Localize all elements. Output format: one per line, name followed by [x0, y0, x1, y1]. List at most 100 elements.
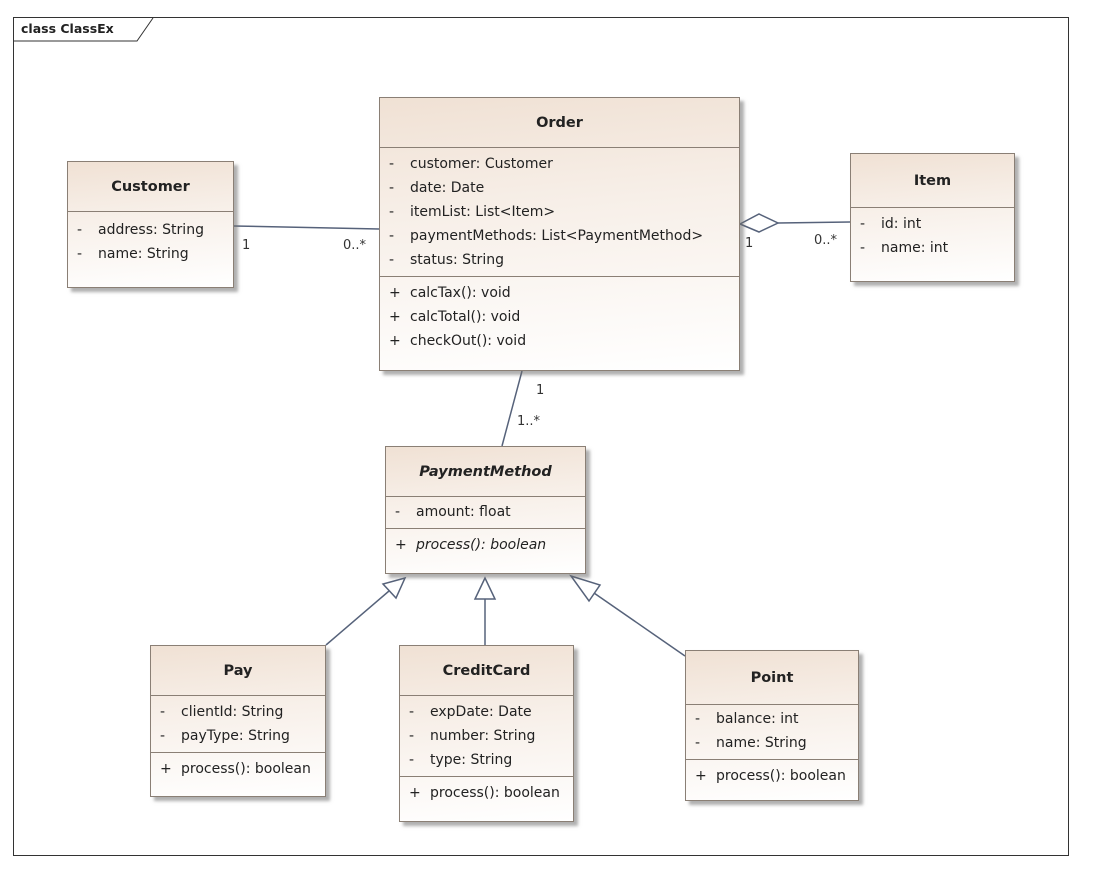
attribute-text: name: int — [881, 240, 949, 256]
aggregation-order-item — [777, 221, 851, 224]
attribute-row: -name: int — [851, 236, 1014, 260]
operation-text: process(): boolean — [181, 761, 311, 777]
class-name: Pay — [151, 646, 325, 696]
generalization-point — [593, 592, 686, 657]
attribute-text: payType: String — [181, 728, 290, 744]
visibility-marker: - — [389, 156, 395, 172]
operation-row: +process(): boolean — [386, 533, 585, 557]
attribute-text: customer: Customer — [410, 156, 553, 172]
operation-row: +checkOut(): void — [380, 329, 739, 353]
visibility-marker: + — [409, 785, 421, 801]
visibility-marker: - — [409, 704, 415, 720]
attribute-text: name: String — [716, 735, 807, 751]
class-name: PaymentMethod — [386, 447, 585, 497]
class-customer[interactable]: Customer -address: String-name: String — [67, 161, 234, 288]
attribute-text: address: String — [98, 222, 204, 238]
operation-text: process(): boolean — [430, 785, 560, 801]
multiplicity-order-payment: 1 — [536, 383, 545, 398]
attribute-row: -type: String — [400, 748, 573, 772]
visibility-marker: - — [77, 246, 83, 262]
frame-tab: class ClassEx — [14, 18, 154, 42]
attribute-row: -balance: int — [686, 707, 858, 731]
attribute-text: id: int — [881, 216, 922, 232]
operation-row: + process(): boolean — [151, 757, 325, 781]
visibility-marker: - — [77, 222, 83, 238]
class-paymentmethod[interactable]: PaymentMethod -amount: float +process():… — [385, 446, 586, 574]
attribute-row: -expDate: Date — [400, 700, 573, 724]
attribute-text: type: String — [430, 752, 513, 768]
operations-section: +process(): boolean — [386, 529, 585, 557]
class-pay[interactable]: Pay -clientId: String-payType: String +p… — [150, 645, 326, 797]
visibility-marker: - — [860, 240, 866, 256]
attribute-row: -number: String — [400, 724, 573, 748]
attribute-text: amount: float — [416, 504, 511, 520]
attributes-section: -expDate: Date-number: String-type: Stri… — [400, 696, 573, 777]
class-name: Item — [851, 154, 1014, 208]
operations-section: + process(): boolean — [686, 760, 858, 792]
attribute-text: clientId: String — [181, 704, 284, 720]
attribute-text: itemList: List<Item> — [410, 204, 556, 220]
operation-row: + calcTax(): void — [380, 281, 739, 305]
attributes-section: -balance: int-name: String — [686, 705, 858, 760]
operation-text: calcTotal(): void — [410, 309, 521, 325]
attributes-section: -clientId: String-payType: String — [151, 696, 325, 753]
class-item[interactable]: Item -id: int-name: int — [850, 153, 1015, 282]
attribute-text: number: String — [430, 728, 536, 744]
attribute-text: balance: int — [716, 711, 799, 727]
visibility-marker: - — [695, 711, 701, 727]
attribute-row: -itemList: List<Item> — [380, 200, 739, 224]
operation-row: + calcTotal(): void — [380, 305, 739, 329]
attribute-row: -customer: Customer — [380, 152, 739, 176]
visibility-marker: + — [389, 285, 401, 301]
multiplicity-order-customer: 0..* — [343, 238, 367, 253]
attribute-row: -name: String — [686, 731, 858, 755]
attribute-text: status: String — [410, 252, 504, 268]
multiplicity-payment: 1..* — [517, 414, 541, 429]
visibility-marker: - — [860, 216, 866, 232]
class-point[interactable]: Point -balance: int-name: String +proces… — [685, 650, 859, 801]
attribute-row: -amount: float — [386, 500, 585, 524]
visibility-marker: - — [695, 735, 701, 751]
visibility-marker: - — [389, 228, 395, 244]
visibility-marker: - — [409, 728, 415, 744]
attribute-text: paymentMethods: List<PaymentMethod> — [410, 228, 704, 244]
visibility-marker: - — [160, 728, 166, 744]
visibility-marker: - — [395, 504, 401, 520]
frame-label: class ClassEx — [21, 21, 114, 36]
visibility-marker: + — [160, 761, 172, 777]
operation-row: + process(): boolean — [686, 764, 858, 788]
class-order[interactable]: Order -customer: Customer-date: Date-ite… — [379, 97, 740, 371]
attributes-section: -address: String-name: String — [68, 212, 233, 270]
multiplicity-customer: 1 — [242, 238, 251, 253]
class-name: Order — [380, 98, 739, 148]
visibility-marker: - — [409, 752, 415, 768]
attribute-row: -paymentMethods: List<PaymentMethod> — [380, 224, 739, 248]
operation-text: calcTax(): void — [410, 285, 511, 301]
attribute-row: -clientId: String — [151, 700, 325, 724]
visibility-marker: + — [395, 537, 407, 553]
attribute-text: date: Date — [410, 180, 485, 196]
visibility-marker: - — [389, 180, 395, 196]
operation-text: process(): boolean — [716, 768, 846, 784]
visibility-marker: - — [389, 252, 395, 268]
visibility-marker: + — [389, 333, 401, 349]
multiplicity-order-item: 1 — [745, 236, 754, 251]
class-name: Customer — [68, 162, 233, 212]
attribute-row: -id: int — [851, 212, 1014, 236]
class-creditcard[interactable]: CreditCard -expDate: Date-number: String… — [399, 645, 574, 822]
visibility-marker: + — [695, 768, 707, 784]
attribute-text: name: String — [98, 246, 189, 262]
class-name: Point — [686, 651, 858, 705]
attribute-row: -payType: String — [151, 724, 325, 748]
aggregation-diamond — [738, 213, 780, 233]
visibility-marker: + — [389, 309, 401, 325]
association-order-payment — [501, 370, 523, 447]
attribute-row: -date: Date — [380, 176, 739, 200]
attributes-section: -id: int-name: int — [851, 208, 1014, 264]
inheritance-arrow-creditcard — [473, 576, 497, 600]
multiplicity-item: 0..* — [814, 233, 838, 248]
visibility-marker: - — [389, 204, 395, 220]
inheritance-arrow-point — [569, 574, 602, 603]
attribute-row: -status: String — [380, 248, 739, 272]
